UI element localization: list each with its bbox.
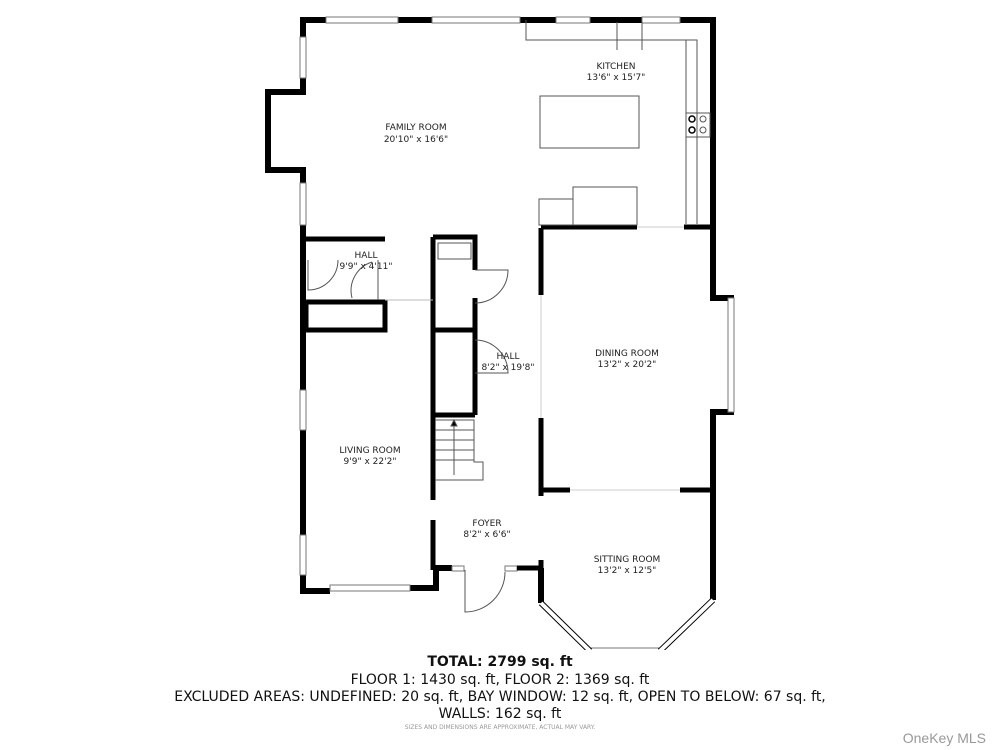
door-icon xyxy=(474,269,509,374)
room-name: LIVING ROOM xyxy=(339,446,400,456)
total-area: TOTAL: 2799 sq. ft xyxy=(427,654,573,670)
exterior-walls xyxy=(265,17,734,603)
room-dims: 9'9" x 22'2" xyxy=(344,457,397,467)
room-dims: 8'2" x 19'8" xyxy=(482,363,535,373)
room-name: FAMILY ROOM xyxy=(385,123,446,133)
room-dims: 13'2" x 12'5" xyxy=(598,566,657,576)
room-dims: 8'2" x 6'6" xyxy=(463,530,510,540)
room-dims: 13'2" x 20'2" xyxy=(598,360,657,370)
room-name: FOYER xyxy=(472,519,501,529)
excluded-areas: EXCLUDED AREAS: UNDEFINED: 20 sq. ft, BA… xyxy=(174,689,826,705)
watermark: OneKey MLS xyxy=(902,730,986,746)
fixtures xyxy=(307,20,711,613)
room-name: DINING ROOM xyxy=(595,349,659,359)
room-name: HALL xyxy=(497,352,520,362)
stairs-icon xyxy=(435,418,484,481)
cooktop-icon xyxy=(685,112,711,138)
room-labels: FAMILY ROOM 20'10" x 16'6" KITCHEN 13'6"… xyxy=(339,62,660,576)
door-icon xyxy=(307,259,379,300)
floor-areas: FLOOR 1: 1430 sq. ft, FLOOR 2: 1369 sq. … xyxy=(350,672,650,688)
kitchen-island xyxy=(539,95,640,149)
walls-area: WALLS: 162 sq. ft xyxy=(438,706,562,722)
disclaimer: SIZES AND DIMENSIONS ARE APPROXIMATE, AC… xyxy=(404,724,596,731)
room-name: KITCHEN xyxy=(597,62,636,72)
sink-icon xyxy=(437,242,472,260)
room-dims: 20'10" x 16'6" xyxy=(384,135,448,145)
interior-walls xyxy=(303,224,713,571)
room-dims: 13'6" x 15'7" xyxy=(587,73,646,83)
room-dims: 9'9" x 4'11" xyxy=(340,262,393,272)
windows xyxy=(299,16,735,650)
door-icon xyxy=(464,570,506,613)
room-name: SITTING ROOM xyxy=(594,555,661,565)
floor-plan: FAMILY ROOM 20'10" x 16'6" KITCHEN 13'6"… xyxy=(265,16,735,650)
room-name: HALL xyxy=(355,251,378,261)
